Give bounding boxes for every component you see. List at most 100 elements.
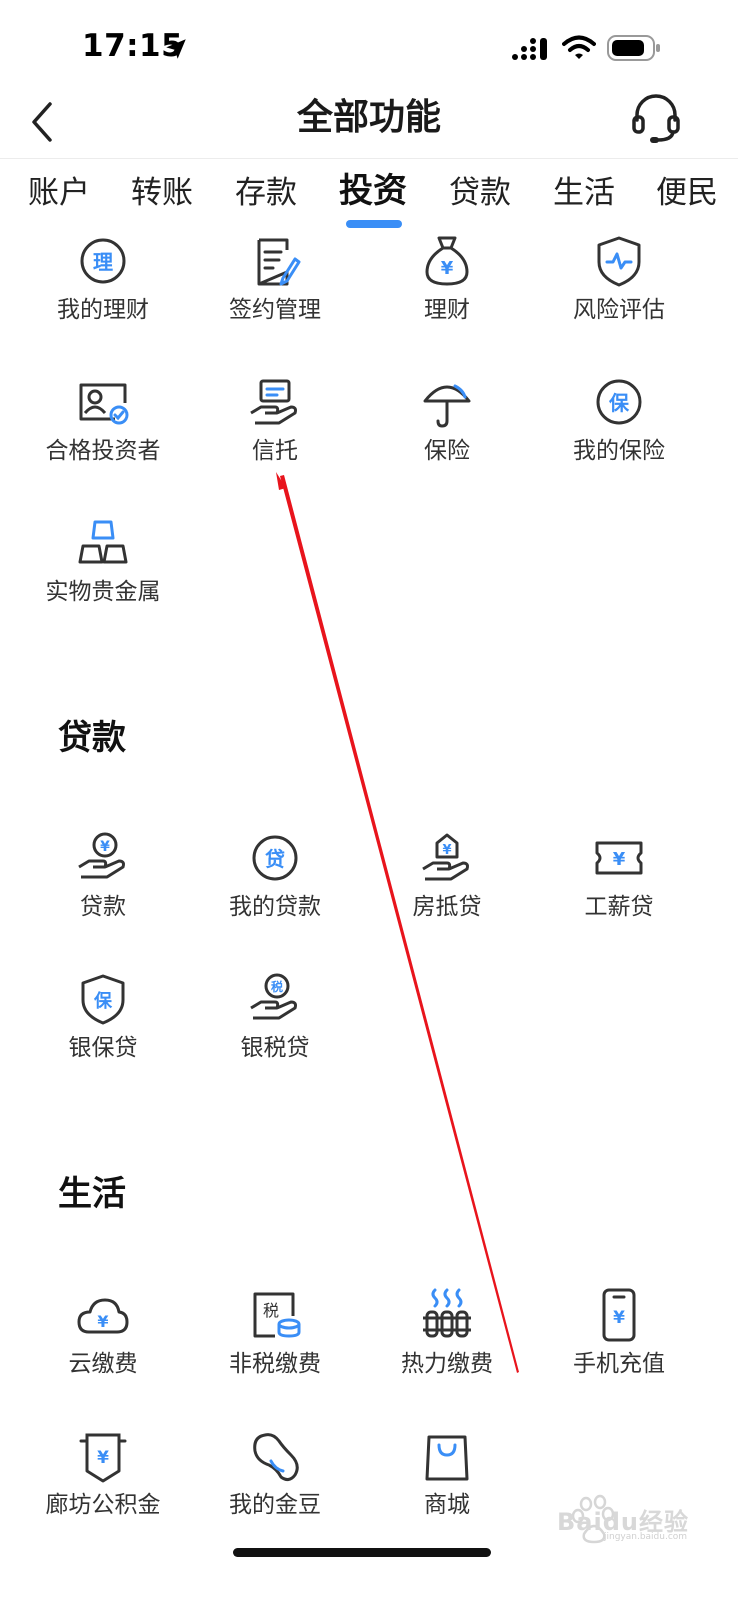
item-housing-fund[interactable]: ¥ 廊坊公积金 xyxy=(17,1427,189,1537)
chevron-left-icon xyxy=(32,102,52,142)
item-my-gold-beans[interactable]: 我的金豆 xyxy=(189,1427,361,1537)
icon-glyph: 贷 xyxy=(265,847,285,871)
baidu-paw-icon xyxy=(571,1494,615,1544)
item-label: 签约管理 xyxy=(229,297,321,323)
item-label: 贷款 xyxy=(80,894,126,920)
icon-glyph: 保 xyxy=(608,391,630,415)
item-label: 商城 xyxy=(424,1492,470,1518)
icon-glyph: 税 xyxy=(271,979,283,994)
tab-investment[interactable]: 投资 xyxy=(339,171,407,211)
icon-glyph: 税 xyxy=(263,1301,279,1320)
umbrella-icon xyxy=(417,373,477,433)
item-label: 理财 xyxy=(424,297,470,323)
money-bag-icon: ¥ xyxy=(417,232,477,292)
customer-service-button[interactable] xyxy=(628,90,684,146)
bao-circle-icon: 保 xyxy=(589,373,649,433)
item-label: 我的金豆 xyxy=(229,1492,321,1518)
item-my-insurance[interactable]: 保 我的保险 xyxy=(533,373,705,483)
item-contract-management[interactable]: 签约管理 xyxy=(189,232,361,342)
item-trust[interactable]: 信托 xyxy=(189,373,361,483)
bao-shield-icon: 保 xyxy=(73,970,133,1030)
hand-tax-icon: 税 xyxy=(245,970,305,1030)
tab-transfer[interactable]: 转账 xyxy=(131,175,193,211)
item-my-wealth[interactable]: 理 我的理财 xyxy=(17,232,189,342)
section-title-life: 生活 xyxy=(58,1174,126,1214)
document-pen-icon xyxy=(245,232,305,292)
item-mall[interactable]: 商城 xyxy=(361,1427,533,1537)
item-wealth[interactable]: ¥ 理财 xyxy=(361,232,533,342)
item-label: 我的贷款 xyxy=(229,894,321,920)
home-indicator xyxy=(233,1548,491,1557)
page-title: 全部功能 xyxy=(296,97,441,138)
location-arrow-icon xyxy=(163,36,189,62)
item-heating-payment[interactable]: 热力缴费 xyxy=(361,1286,533,1396)
cloud-yen-icon: ¥ xyxy=(73,1286,133,1346)
tab-loan[interactable]: 贷款 xyxy=(449,175,511,211)
icon-glyph: ¥ xyxy=(97,1448,109,1468)
icon-glyph: ¥ xyxy=(613,849,626,870)
headset-icon xyxy=(632,94,680,143)
active-tab-indicator xyxy=(346,220,402,228)
status-bar: 17:15 xyxy=(0,0,738,88)
shopping-bag-icon xyxy=(417,1427,477,1487)
item-cloud-payment[interactable]: ¥ 云缴费 xyxy=(17,1286,189,1396)
dai-circle-icon: 贷 xyxy=(245,829,305,889)
category-tabs: 账户 转账 存款 投资 贷款 生活 便民 xyxy=(0,158,738,236)
item-label: 合格投资者 xyxy=(45,438,161,464)
gold-bars-icon xyxy=(73,514,133,574)
item-precious-metal[interactable]: 实物贵金属 xyxy=(17,514,189,624)
item-mortgage-loan[interactable]: ¥ 房抵贷 xyxy=(361,829,533,939)
item-label: 银税贷 xyxy=(240,1035,310,1061)
item-label: 银保贷 xyxy=(68,1035,138,1061)
phone-yen-icon: ¥ xyxy=(589,1286,649,1346)
item-label: 房抵贷 xyxy=(412,894,482,920)
ticket-icon: ¥ xyxy=(589,829,649,889)
radiator-icon xyxy=(417,1286,477,1346)
section-title-loan: 贷款 xyxy=(58,718,126,758)
item-bank-insurance-loan[interactable]: 保 银保贷 xyxy=(17,970,189,1080)
shield-pulse-icon xyxy=(589,232,649,292)
signal-icon xyxy=(511,36,551,62)
battery-icon xyxy=(606,33,662,63)
watermark-url: jingyan.baidu.com xyxy=(604,1532,688,1542)
tab-convenience[interactable]: 便民 xyxy=(656,175,718,211)
hand-coin-icon: ¥ xyxy=(73,829,133,889)
item-label: 我的保险 xyxy=(573,438,665,464)
item-label: 热力缴费 xyxy=(401,1351,493,1377)
tab-deposit[interactable]: 存款 xyxy=(235,175,297,211)
hand-house-icon: ¥ xyxy=(417,829,477,889)
item-non-tax-payment[interactable]: 税 非税缴费 xyxy=(189,1286,361,1396)
item-label: 信托 xyxy=(252,438,298,464)
icon-glyph: 理 xyxy=(93,250,113,274)
item-label: 实物贵金属 xyxy=(45,579,161,605)
item-qualified-investor[interactable]: 合格投资者 xyxy=(17,373,189,483)
item-label: 我的理财 xyxy=(57,297,149,323)
item-label: 手机充值 xyxy=(573,1351,665,1377)
item-loan[interactable]: ¥ 贷款 xyxy=(17,829,189,939)
id-card-check-icon xyxy=(73,373,133,433)
item-label: 工薪贷 xyxy=(584,894,654,920)
back-button[interactable] xyxy=(22,96,66,146)
tax-board-icon: 税 xyxy=(245,1286,305,1346)
fund-pocket-icon: ¥ xyxy=(73,1427,133,1487)
tab-life[interactable]: 生活 xyxy=(553,175,615,211)
icon-glyph: ¥ xyxy=(97,1312,108,1331)
item-label: 云缴费 xyxy=(68,1351,138,1377)
item-insurance[interactable]: 保险 xyxy=(361,373,533,483)
hand-card-icon xyxy=(245,373,305,433)
item-label: 非税缴费 xyxy=(229,1351,321,1377)
item-phone-recharge[interactable]: ¥ 手机充值 xyxy=(533,1286,705,1396)
icon-glyph: 保 xyxy=(93,990,113,1012)
tab-account[interactable]: 账户 xyxy=(28,175,90,211)
item-label: 廊坊公积金 xyxy=(45,1492,161,1518)
item-risk-assessment[interactable]: 风险评估 xyxy=(533,232,705,342)
icon-glyph: ¥ xyxy=(100,839,110,855)
item-label: 风险评估 xyxy=(573,297,665,323)
licai-circle-icon: 理 xyxy=(73,232,133,292)
status-time: 17:15 xyxy=(82,28,184,64)
item-my-loan[interactable]: 贷 我的贷款 xyxy=(189,829,361,939)
item-bank-tax-loan[interactable]: 税 银税贷 xyxy=(189,970,361,1080)
icon-glyph: ¥ xyxy=(613,1308,625,1328)
item-salary-loan[interactable]: ¥ 工薪贷 xyxy=(533,829,705,939)
